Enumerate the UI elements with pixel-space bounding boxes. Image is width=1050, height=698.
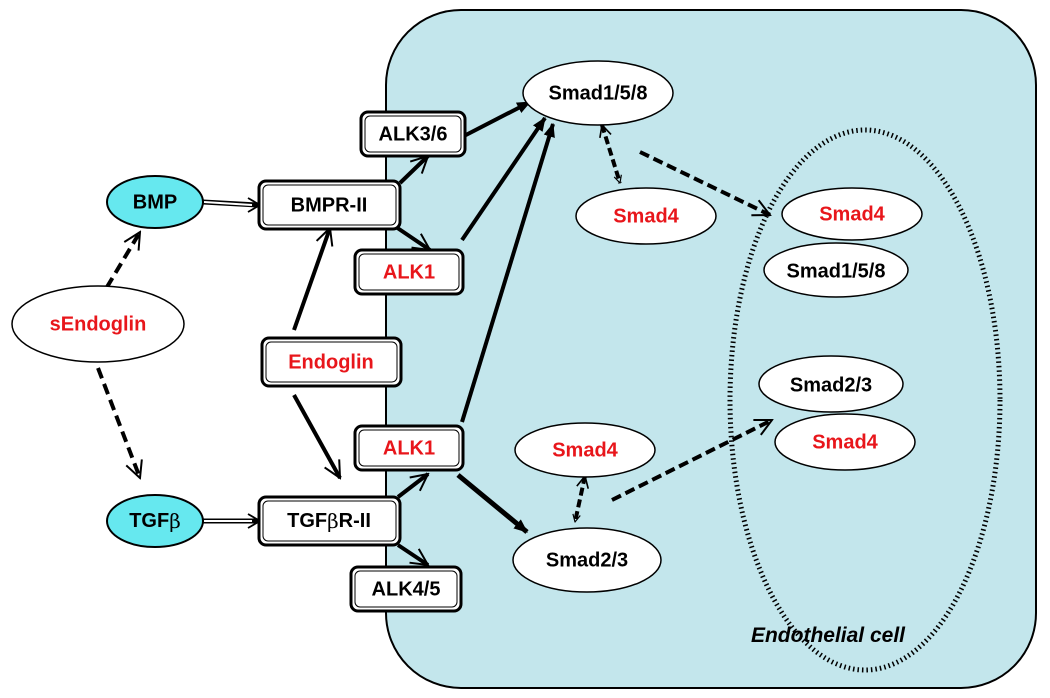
tgfb-prefix: TGF	[129, 510, 169, 532]
nucleus	[727, 127, 1003, 673]
svg-text:Smad2/3: Smad2/3	[546, 549, 628, 571]
svg-text:ALK1: ALK1	[383, 261, 435, 283]
arrow-alk1-bottom-to-smad158	[460, 122, 555, 423]
tgfb-symbol: β	[169, 509, 181, 533]
nuclear-smad158-complex: Smad1/5/8 Smad4	[763, 187, 923, 298]
svg-text:BMPR-II: BMPR-II	[291, 194, 368, 216]
endothelial-cell-label: Endothelial cell	[751, 624, 906, 647]
nuclear-smad23-complex: Smad2/3 Smad4	[758, 355, 916, 471]
smad158-cytoplasm: Smad1/5/8	[522, 60, 674, 126]
arrow-bmpr2-to-alk36	[398, 156, 428, 185]
arrow-tgfbr2-to-alk1-bottom	[396, 472, 428, 499]
smad23-cytoplasm: Smad2/3	[512, 527, 662, 593]
arrow-sendoglin-to-tgfb	[96, 367, 140, 478]
svg-text:TGFβR-II: TGFβR-II	[287, 509, 371, 533]
arrow-bmp-to-bmpr2	[202, 197, 262, 213]
smad4-top-cytoplasm: Smad4	[575, 187, 717, 245]
arrow-tgfbr2-to-alk45	[396, 543, 428, 567]
tgfb-node: TGFβ	[106, 494, 204, 548]
svg-text:ALK1: ALK1	[383, 437, 435, 459]
alk36-receptor: ALK3/6	[359, 110, 467, 158]
tgfbr2-symbol: β	[327, 509, 339, 533]
alk1-bottom-receptor: ALK1	[353, 424, 465, 472]
endoglin-receptor: Endoglin	[260, 336, 403, 388]
svg-text:Smad2/3: Smad2/3	[790, 374, 872, 396]
arrow-bmpr2-to-alk1-top	[394, 225, 430, 252]
arrow-smad158-to-nucleus	[639, 150, 770, 217]
arrow-smad158-smad4	[602, 125, 620, 183]
tgfbr2-suffix: R-II	[339, 510, 371, 532]
svg-text:Endoglin: Endoglin	[288, 351, 374, 373]
alk45-receptor: ALK4/5	[349, 565, 463, 613]
svg-text:BMP: BMP	[133, 191, 177, 213]
svg-text:Smad4: Smad4	[613, 205, 679, 227]
smad4-bottom-cytoplasm: Smad4	[514, 422, 656, 478]
arrow-smad4-smad23	[575, 476, 585, 522]
arrow-sendoglin-to-bmp	[96, 232, 142, 304]
svg-text:Smad4: Smad4	[812, 431, 878, 453]
bmp-node: BMP	[106, 175, 204, 229]
arrow-alk1-bottom-to-smad23	[456, 473, 529, 534]
svg-text:Smad1/5/8: Smad1/5/8	[787, 260, 886, 282]
arrow-alk1-top-to-smad158	[460, 116, 547, 242]
alk1-top-receptor: ALK1	[353, 248, 465, 296]
bmpr2-receptor: BMPR-II	[257, 179, 402, 231]
tgfbr2-prefix: TGF	[287, 510, 327, 532]
svg-text:ALK4/5: ALK4/5	[372, 578, 441, 600]
svg-text:ALK3/6: ALK3/6	[379, 123, 448, 145]
svg-text:sEndoglin: sEndoglin	[50, 313, 147, 335]
svg-text:TGFβ: TGFβ	[129, 509, 181, 533]
svg-text:Smad4: Smad4	[552, 439, 618, 461]
sendoglin-node: sEndoglin	[11, 285, 185, 363]
arrow-endoglin-to-alk1-bottom	[292, 394, 342, 478]
svg-text:Smad4: Smad4	[819, 203, 885, 225]
tgfbr2-receptor: TGFβR-II	[257, 495, 402, 547]
svg-text:Smad1/5/8: Smad1/5/8	[549, 82, 648, 104]
arrow-alk36-to-smad158	[461, 100, 532, 139]
arrow-endoglin-to-alk1-top	[292, 228, 330, 331]
arrow-tgfb-to-tgfbr2	[203, 513, 262, 529]
